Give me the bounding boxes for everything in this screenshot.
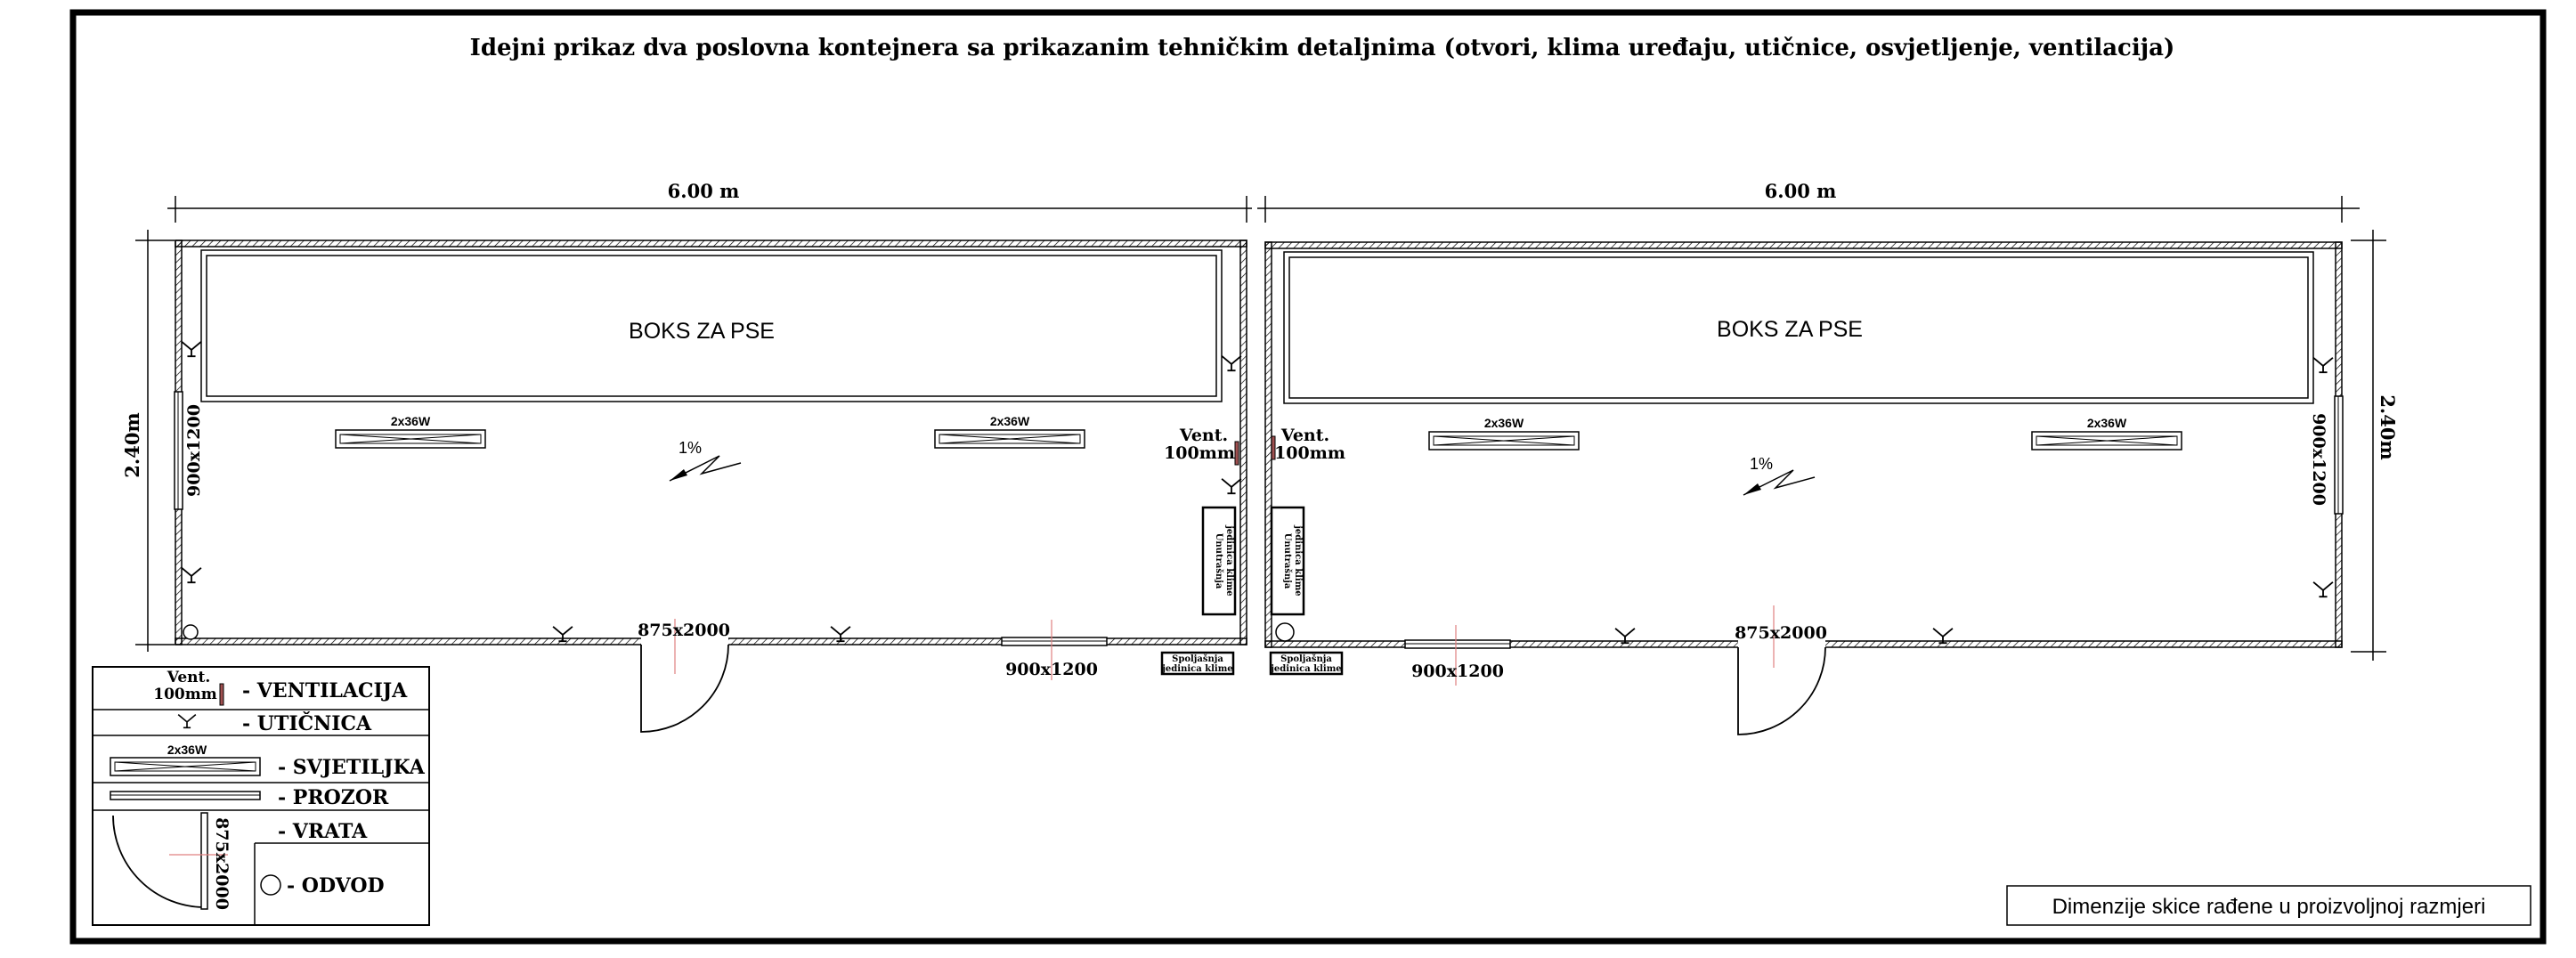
left-side-window-label: 900x1200: [184, 404, 204, 497]
right-slope-label: 1%: [1750, 455, 1773, 473]
legend: Vent. 100mm - VENTILACIJA - UTIČNICA 2x3…: [92, 666, 430, 926]
left-socket-icon-4: [1221, 477, 1242, 495]
right-light-2: 2x36W: [2031, 416, 2182, 451]
left-dog-box-inner: [206, 255, 1217, 397]
left-dog-box-outer: [200, 249, 1223, 402]
svg-text:- VENTILACIJA: - VENTILACIJA: [242, 679, 408, 702]
left-door-swing: [640, 644, 729, 733]
right-vent-label-2: 100mm: [1274, 443, 1345, 463]
right-socket-icon-2: [2312, 580, 2334, 598]
sheet-border: [69, 9, 2547, 945]
left-height-label: 2.40m: [121, 412, 143, 477]
right-container: 6.00 m 2.40m 900x1200 875x2000 900x1200 …: [1257, 180, 2399, 735]
right-wall-top: [1264, 241, 2343, 249]
left-slope-label: 1%: [679, 439, 702, 457]
svg-text:100mm: 100mm: [153, 686, 216, 703]
left-door-opening: [641, 637, 728, 646]
left-indoor-ac-label-2: jedinica klime: [1224, 524, 1234, 596]
left-light-2: 2x36W: [934, 414, 1085, 449]
left-bottom-window-label: 900x1200: [1005, 660, 1098, 679]
left-outdoor-ac-label-1: Spoljašnja: [1172, 654, 1223, 664]
legend-row-light: 2x36W - SVJETILJKA: [110, 743, 426, 779]
right-indoor-ac-label-1: Unutrašnja: [1282, 533, 1292, 589]
right-vent-icon: [1271, 435, 1276, 460]
left-slope-arrow-icon: [669, 455, 742, 482]
legend-row-door: 875x2000 - VRATA: [112, 812, 368, 910]
left-container: 6.00 m 2.40m 900x1200 875x2000 900x1200 …: [121, 180, 1252, 733]
left-dog-box-label: BOKS ZA PSE: [629, 319, 775, 344]
right-side-window-label: 900x1200: [2309, 413, 2328, 506]
right-drain-icon: [1275, 622, 1295, 642]
left-indoor-ac-label-1: Unutrašnja: [1214, 533, 1223, 589]
right-slope-arrow-icon: [1743, 469, 1816, 496]
svg-text:2x36W: 2x36W: [2087, 416, 2127, 430]
left-indoor-ac: [1201, 506, 1237, 616]
left-vent-icon: [1234, 441, 1239, 466]
svg-text:2x36W: 2x36W: [1484, 416, 1524, 430]
left-vent-label-1: Vent.: [1179, 426, 1228, 445]
right-light-1: 2x36W: [1428, 416, 1580, 451]
right-outdoor-ac-label-2: jedinica klime: [1270, 664, 1341, 674]
right-door-label: 875x2000: [1735, 623, 1827, 643]
right-height-label: 2.40m: [2377, 394, 2399, 459]
svg-text:875x2000: 875x2000: [212, 817, 232, 910]
right-indoor-ac-label-2: jedinica klime: [1293, 524, 1303, 596]
svg-text:- UTIČNICA: - UTIČNICA: [242, 711, 372, 735]
svg-text:Vent.: Vent.: [167, 669, 211, 686]
right-height-dimension: [2351, 230, 2386, 661]
svg-text:- ODVOD: - ODVOD: [287, 874, 385, 897]
svg-text:- VRATA: - VRATA: [278, 820, 368, 843]
svg-text:2x36W: 2x36W: [391, 414, 431, 428]
left-width-label: 6.00 m: [668, 180, 740, 202]
left-socket-icon-1: [181, 340, 202, 358]
scale-note-box: [2006, 885, 2531, 926]
right-dog-box-label: BOKS ZA PSE: [1717, 317, 1863, 342]
left-outdoor-ac-label-2: jedinica klime: [1161, 664, 1232, 674]
legend-row-window: - PROZOR: [110, 786, 389, 809]
left-door-label: 875x2000: [638, 621, 730, 640]
left-vent-label-2: 100mm: [1164, 443, 1235, 463]
legend-row-ventilation: Vent. 100mm - VENTILACIJA: [153, 669, 408, 706]
left-width-dimension: [167, 196, 1252, 223]
legend-vent-icon: [219, 683, 224, 706]
legend-door-icon: [112, 815, 206, 908]
svg-text:2x36W: 2x36W: [167, 743, 207, 757]
right-door-swing: [1737, 646, 1826, 735]
svg-text:- SVJETILJKA: - SVJETILJKA: [278, 756, 426, 779]
left-outdoor-ac: [1160, 651, 1235, 676]
right-indoor-ac: [1270, 506, 1305, 616]
right-bottom-window-label: 900x1200: [1411, 662, 1504, 681]
right-socket-icon-1: [2312, 356, 2334, 374]
right-dog-box-outer: [1283, 251, 2314, 404]
left-drain-icon: [183, 624, 199, 640]
left-light-1: 2x36W: [335, 414, 486, 449]
right-width-label: 6.00 m: [1765, 180, 1837, 202]
drawing-title: Idejni prikaz dva poslovna kontejnera sa…: [470, 35, 2175, 61]
left-wall-right: [1239, 240, 1247, 645]
right-dog-box-inner: [1288, 256, 2309, 399]
right-door-opening: [1738, 639, 1825, 649]
legend-row-socket: - UTIČNICA: [177, 711, 372, 735]
left-height-dimension: [135, 230, 175, 652]
svg-text:- PROZOR: - PROZOR: [278, 786, 389, 809]
left-socket-icon-3: [1221, 354, 1242, 372]
right-outdoor-ac-label-1: Spoljašnja: [1280, 654, 1332, 664]
legend-row-drain: - ODVOD: [260, 874, 385, 897]
right-vent-label-1: Vent.: [1280, 426, 1329, 445]
legend-drain-icon: [260, 874, 281, 896]
right-width-dimension: [1257, 196, 2360, 223]
left-socket-icon-2: [181, 566, 202, 584]
svg-text:2x36W: 2x36W: [990, 414, 1030, 428]
right-outdoor-ac: [1269, 651, 1344, 676]
left-wall-top: [175, 240, 1247, 248]
scale-note: Dimenzije skice rađene u proizvoljnoj ra…: [2052, 895, 2486, 919]
